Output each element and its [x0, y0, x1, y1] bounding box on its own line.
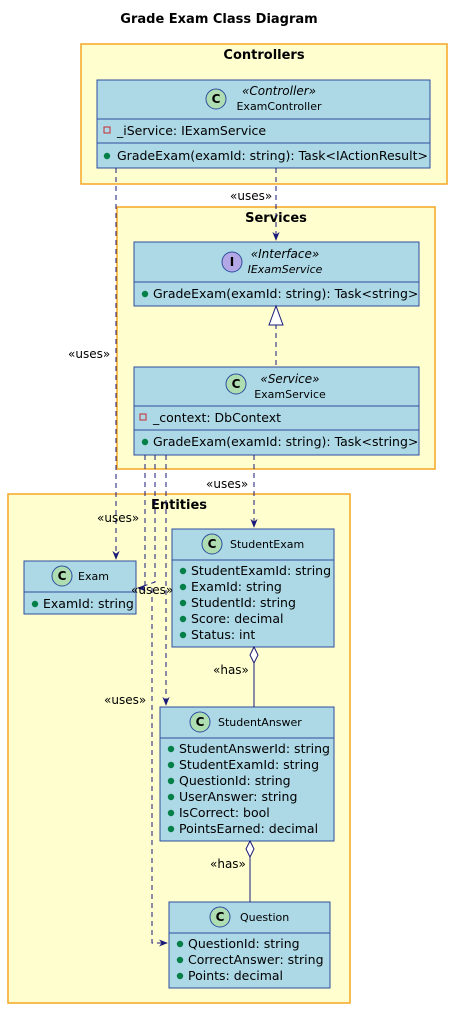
- class-name: StudentAnswer: [218, 716, 302, 729]
- package-controllers-label: Controllers: [223, 48, 304, 63]
- class-stereotype: «Interface»: [251, 247, 320, 261]
- class-student-answer: C StudentAnswer StudentAnswerId: string …: [159, 706, 335, 842]
- field: StudentExamId: string: [179, 757, 319, 772]
- field: Points: decimal: [188, 968, 283, 983]
- field: UserAnswer: string: [179, 789, 297, 804]
- edge-label: «has»: [213, 663, 249, 677]
- private-marker-icon: [103, 126, 111, 134]
- class-name: StudentExam: [230, 538, 304, 551]
- field: IsCorrect: bool: [179, 805, 270, 820]
- edge-label: «has»: [210, 857, 246, 871]
- field: StudentExamId: string: [191, 563, 331, 578]
- public-marker-icon: [31, 600, 39, 608]
- field: _iService: IExamService: [116, 123, 266, 138]
- public-marker-icon: [167, 745, 175, 753]
- class-badge-letter: C: [216, 910, 225, 924]
- edge-uses-service-exam-b: [137, 455, 156, 589]
- edge-label: «uses»: [206, 477, 248, 491]
- class-name: Question: [240, 911, 289, 924]
- class-badge-icon: [205, 88, 227, 110]
- class-badge-icon: [189, 711, 211, 733]
- public-marker-icon: [176, 972, 184, 980]
- class-name: ExamController: [236, 100, 322, 113]
- class-badge-letter: C: [208, 537, 217, 551]
- public-marker-icon: [179, 567, 187, 575]
- edge-label: «uses»: [230, 189, 272, 203]
- class-name: ExamService: [254, 388, 326, 401]
- field: ExamId: string: [191, 579, 282, 594]
- method: GradeExam(examId: string): Task<IActionR…: [117, 148, 428, 163]
- class-stereotype: «Controller»: [242, 84, 316, 98]
- class-iexam-service: I «Interface» IExamService GradeExam(exa…: [133, 241, 420, 307]
- public-marker-icon: [179, 615, 187, 623]
- method: GradeExam(examId: string): Task<string>: [153, 286, 418, 301]
- class-student-exam: C StudentExam StudentExamId: string Exam…: [171, 528, 335, 648]
- field: QuestionId: string: [179, 773, 291, 788]
- method: GradeExam(examId: string): Task<string>: [153, 434, 418, 449]
- field: Status: int: [191, 627, 255, 642]
- public-marker-icon: [141, 438, 149, 446]
- edge-label: «uses»: [97, 511, 139, 525]
- package-services-label: Services: [245, 211, 307, 226]
- class-badge-letter: I: [230, 255, 234, 269]
- private-marker-icon: [139, 413, 147, 421]
- field: ExamId: string: [43, 596, 134, 611]
- public-marker-icon: [167, 777, 175, 785]
- edge-label: «uses»: [68, 347, 110, 361]
- field: QuestionId: string: [188, 936, 300, 951]
- class-stereotype: «Service»: [260, 372, 319, 386]
- edge-uses-service-exam-a: [137, 455, 147, 592]
- package-entities-label: Entities: [151, 498, 207, 513]
- public-marker-icon: [179, 583, 187, 591]
- class-name: IExamService: [248, 263, 323, 276]
- class-exam-controller: C «Controller» ExamController _iService:…: [96, 79, 431, 169]
- class-exam: C Exam ExamId: string: [23, 560, 137, 615]
- public-marker-icon: [176, 940, 184, 948]
- class-exam-service: C «Service» ExamService _context: DbCont…: [133, 366, 420, 456]
- edge-label: «uses»: [104, 693, 146, 707]
- realization-arrow-icon: [268, 304, 284, 326]
- class-badge-icon: [209, 906, 231, 928]
- class-name: Exam: [78, 570, 109, 583]
- field: PointsEarned: decimal: [179, 821, 318, 836]
- class-badge-letter: C: [58, 569, 67, 583]
- class-badge-letter: C: [212, 92, 221, 106]
- diagram-title: Grade Exam Class Diagram: [120, 12, 317, 27]
- interface-badge-icon: [221, 251, 243, 273]
- class-badge-icon: [51, 565, 73, 587]
- edge-uses-service-question: [151, 588, 168, 947]
- class-badge-icon: [225, 373, 247, 395]
- public-marker-icon: [179, 599, 187, 607]
- class-badge-icon: [201, 533, 223, 555]
- field: Score: decimal: [191, 611, 283, 626]
- public-marker-icon: [179, 631, 187, 639]
- field: _context: DbContext: [152, 410, 281, 425]
- class-badge-letter: C: [196, 715, 205, 729]
- class-badge-letter: C: [232, 377, 241, 391]
- public-marker-icon: [167, 793, 175, 801]
- public-marker-icon: [176, 956, 184, 964]
- class-question: C Question QuestionId: string CorrectAns…: [168, 901, 331, 989]
- field: StudentId: string: [191, 595, 296, 610]
- field: CorrectAnswer: string: [188, 952, 324, 967]
- public-marker-icon: [167, 761, 175, 769]
- public-marker-icon: [103, 152, 111, 160]
- public-marker-icon: [167, 809, 175, 817]
- public-marker-icon: [167, 825, 175, 833]
- public-marker-icon: [141, 290, 149, 298]
- field: StudentAnswerId: string: [179, 741, 330, 756]
